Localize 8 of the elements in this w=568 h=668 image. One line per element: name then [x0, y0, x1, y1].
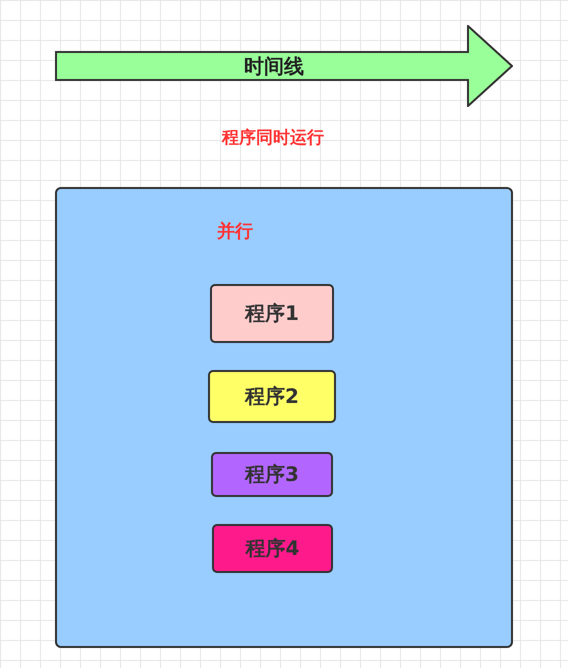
process-box: 程序3 — [211, 452, 333, 497]
group-box — [55, 187, 513, 648]
group-title: 并行 — [217, 220, 253, 243]
note-text: 程序同时运行 — [222, 127, 324, 149]
process-box: 程序4 — [212, 524, 333, 573]
arrow-label: 时间线 — [243, 53, 305, 80]
process-box: 程序1 — [210, 284, 334, 343]
process-box: 程序2 — [208, 370, 336, 423]
